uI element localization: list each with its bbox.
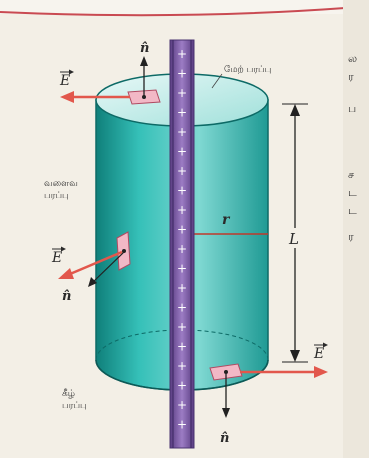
margin-glyphs: ல ர ப ச ட ட ர [348, 52, 357, 243]
vector-bar-head [323, 342, 328, 348]
cylinder-bottom-back-rim [95, 329, 269, 361]
top-normal-label: n̂ [140, 41, 149, 56]
top-field-arrowhead [60, 91, 74, 103]
charge-sign: + [177, 145, 187, 159]
charge-sign: + [177, 47, 187, 61]
margin-glyph: ட [348, 204, 357, 217]
charge-sign: + [177, 67, 187, 81]
top-normal-arrowhead [140, 56, 148, 66]
charge-sign: + [177, 203, 187, 217]
charge-sign: + [177, 418, 187, 432]
charge-sign: + [177, 359, 187, 373]
side-field-arrowhead [58, 268, 74, 279]
radius-label: r [222, 212, 231, 228]
bottom-field-label: E [313, 342, 328, 362]
charge-sign: + [177, 340, 187, 354]
right-margin [343, 0, 369, 458]
header-rule [0, 7, 346, 17]
charge-sign: + [177, 242, 187, 256]
top-surface-label: மேற் பரப்பு [224, 65, 271, 75]
bottom-patch-center [224, 370, 228, 374]
bottom-surface-label-line1: கீழ் [62, 389, 75, 399]
bottom-field-arrowhead [314, 366, 328, 378]
margin-glyph: ப [348, 102, 356, 115]
bottom-normal-arrowhead [222, 408, 230, 418]
vector-bar-head [69, 69, 74, 75]
charge-sign: + [177, 106, 187, 120]
charge-sign: + [177, 125, 187, 139]
length-label: L [288, 230, 299, 248]
length-label-bg [286, 228, 304, 248]
charge-sign: + [177, 86, 187, 100]
curved-surface-label-line1: வளைவ [44, 179, 78, 189]
side-normal-arrowhead [88, 277, 97, 287]
length-arrowhead-top [290, 104, 300, 116]
side-field-label: E [51, 246, 66, 266]
charge-sign: + [177, 281, 187, 295]
margin-glyph: ர [348, 70, 354, 83]
rod-charges: + + + + + + + + + + + + + + + + + + + + [177, 47, 187, 432]
side-normal-arrow [91, 251, 125, 284]
charge-sign: + [177, 379, 187, 393]
bottom-surface-label-line2: பரப்பு [62, 401, 87, 411]
margin-glyph: ர [348, 230, 354, 243]
top-field-label: E [59, 69, 74, 89]
field-label: E [51, 250, 62, 266]
top-patch-center [142, 95, 146, 99]
length-arrowhead-bottom [290, 350, 300, 362]
curved-surface-label-line2: பரப்பு [44, 191, 69, 201]
charge-sign: + [177, 262, 187, 276]
margin-glyph: ச [348, 168, 354, 181]
charge-sign: + [177, 164, 187, 178]
side-field-arrow [69, 250, 123, 276]
field-label: E [313, 346, 324, 362]
charge-sign: + [177, 184, 187, 198]
margin-glyph: ட [348, 186, 357, 199]
charge-sign: + [177, 223, 187, 237]
margin-glyph: ல [348, 52, 357, 65]
top-surface-leader [211, 73, 223, 89]
charge-sign: + [177, 398, 187, 412]
charge-sign: + [177, 301, 187, 315]
bottom-normal-label: n̂ [220, 431, 229, 446]
field-label: E [59, 73, 70, 89]
side-patch-center [122, 249, 126, 253]
header-strip [0, 0, 369, 14]
side-normal-label: n̂ [62, 289, 71, 304]
vector-bar-head [61, 246, 66, 252]
charge-sign: + [177, 320, 187, 334]
charged-rod [169, 39, 195, 449]
